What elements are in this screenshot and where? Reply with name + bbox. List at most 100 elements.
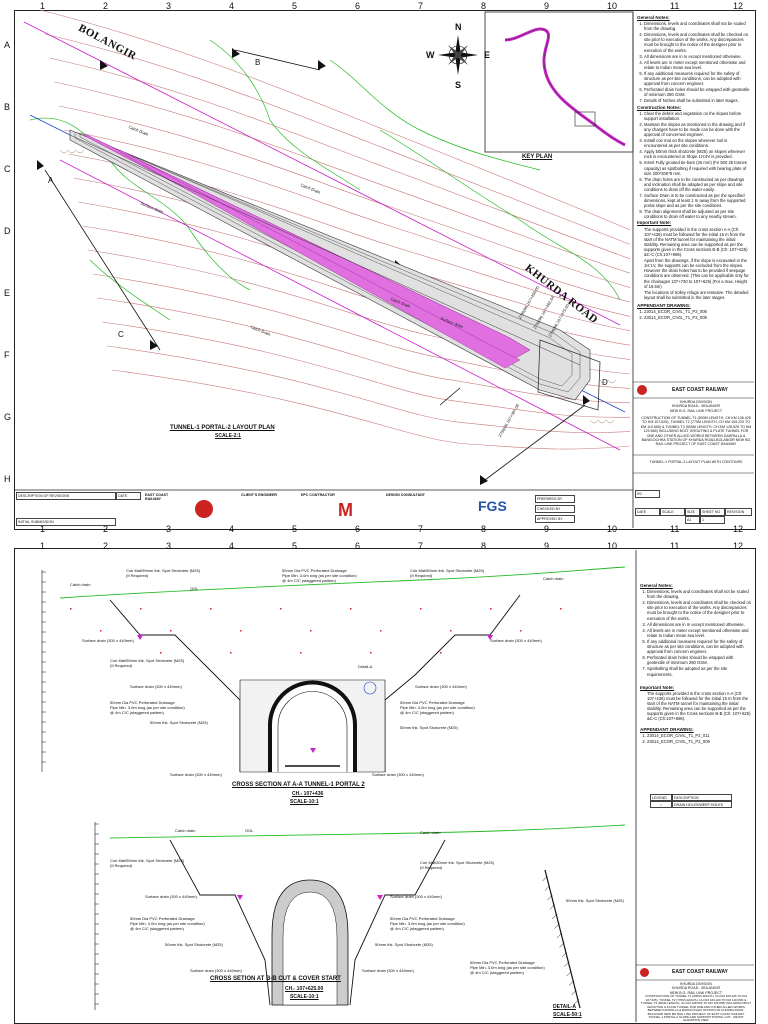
aa-surface-drain: Surface drain (300 x 440mm) (130, 684, 182, 689)
bb-surface-drain: Surface drain (300 x 440mm) (190, 968, 242, 973)
note-item: Dimensions, levels and coordinates shall… (647, 600, 752, 620)
grid-number: 3 (166, 1, 172, 11)
drain-hole-marker (160, 652, 162, 654)
shotcrete-hatch (542, 875, 548, 882)
grid-number: 1 (40, 1, 46, 11)
shotcrete-hatch (566, 970, 572, 977)
note-item: The supports provided in the cross secti… (644, 227, 751, 258)
general-notes-title: General Notes: (640, 583, 673, 588)
section-bb (94, 822, 626, 1010)
date-cell: DATE (635, 508, 660, 516)
note-item: The supports provided in the cross secti… (647, 691, 752, 722)
grid-number: 9 (544, 1, 550, 11)
drain-hole-marker (300, 652, 302, 654)
note-item: The locations of trolley refuge are tent… (644, 290, 751, 300)
bb-surface-drain: Surface drain (300 x 440mm) (362, 968, 414, 973)
appendant-title: APPENDANT DRAWING: (640, 727, 694, 733)
grid-letter: G (4, 412, 12, 422)
note-item: All levels are in meter except mentioned… (647, 628, 752, 638)
cross-section-drawings (41, 550, 754, 1022)
drain-hole-marker (240, 630, 242, 632)
client-logo-icon (195, 500, 213, 518)
section-mark-a: A (48, 176, 54, 185)
grid-letter: H (4, 474, 11, 484)
aa-coir-mid: Coir Mat/50mm thk. Spot Shotcrete (M25) … (110, 658, 185, 668)
general-notes-list: Dimensions, levels and coordinates shall… (637, 21, 751, 103)
aa-detail-a-marker: Detail-A (358, 664, 373, 669)
contour-line (111, 369, 631, 450)
drawing-title: TUNNEL-1 PORTAL-2 SLOPE AND SUPPORT PORT… (648, 1016, 744, 1022)
layout-plan-title: TUNNEL-1 PORTAL-2 LAYOUT PLAN (170, 425, 275, 431)
grid-number: 3 (166, 541, 172, 551)
aa-shotcrete-right: 50mm thk. Spot Shotcrete (M25) (400, 725, 458, 730)
compass-west: W (426, 50, 435, 60)
grid-number: 6 (355, 541, 361, 551)
bb-drain-markers (237, 895, 383, 900)
grid-number: 5 (292, 524, 298, 534)
grid-number: 4 (229, 524, 235, 534)
drain-hole-marker (210, 608, 212, 610)
shotcrete-hatch (571, 989, 577, 996)
contractor-header: EPC CONTRACTOR (301, 493, 335, 497)
grid-number: 6 (355, 1, 361, 11)
legend-description-header: DESCRIPTION (672, 794, 732, 801)
shotcrete-hatch (556, 932, 563, 939)
shotcrete-hatch (551, 913, 558, 920)
grid-number: 10 (607, 541, 618, 551)
size-cell: SIZE (685, 508, 700, 516)
drain-hole-marker (420, 608, 422, 610)
aa-surface-drain: Surface drain (300 x 440mm) (415, 684, 467, 689)
contour-line (102, 321, 631, 418)
grid-number: 8 (481, 1, 487, 11)
bb-section-title: CROSS SETION AT B-B CUT & COVER START (210, 976, 341, 982)
drain-hole-marker (170, 630, 172, 632)
grid-number: 4 (229, 1, 235, 11)
shotcrete-hatch (561, 951, 568, 958)
aa-coir-right: Coir Mat/50mm thk. Spot Shotcrete (M25) … (410, 568, 485, 578)
drain-hole-marker (310, 630, 312, 632)
shotcrete-hatch (549, 904, 555, 910)
aa-catch-left: Catch drain (70, 582, 91, 587)
note-item: Dimensions, levels and coordinates shall… (644, 32, 751, 52)
grid-number: 5 (292, 1, 298, 11)
aa-perforated-left: 50mm Dia PVC Perforated Drainage Pipe Mi… (110, 700, 185, 715)
grid-number: 2 (103, 541, 109, 551)
note-item: All dimensions are in m except mentioned… (647, 622, 752, 627)
construction-notes-list: Clear the debris and vegetation on the s… (637, 111, 751, 220)
contractor-logo: M (338, 500, 353, 520)
appendant-title: APPENDANT DRAWING: (637, 302, 691, 308)
section-mark-c: C (118, 330, 124, 339)
grid-number: 12 (733, 1, 744, 11)
railway-logo-icon (637, 385, 647, 395)
shotcrete-hatch (568, 980, 575, 986)
note-item: 23014_ECOR_CIVIL_T1_P2_011 (647, 733, 752, 738)
grid-number: 11 (670, 524, 680, 534)
note-item: Install coir mat on the slopes wherever … (644, 138, 751, 148)
shotcrete-hatch (547, 894, 553, 901)
aa-surface-drain: Surface drain (300 x 440mm) (82, 638, 134, 643)
legend-header: LEGEND (650, 794, 672, 801)
note-item: 23014_ECOR_CIVIL_T1_P2_009 (644, 315, 751, 320)
drain-hole-marker (70, 608, 72, 610)
green-boundary-lines (29, 39, 621, 321)
important-notes-title: Important Note: (637, 220, 672, 226)
note-item: Maintain the slopes as mentioned in the … (644, 122, 751, 137)
layout-plan-scale: SCALE-2:1 (215, 433, 241, 439)
grid-letter: F (4, 350, 10, 360)
grid-letter: E (4, 288, 11, 298)
note-item: Perforated drain holes should be wrapped… (644, 87, 751, 97)
revision-date-header: DATE (116, 492, 141, 500)
appendant-list: 23014_ECOR_CIVIL_T1_P2_00823014_ECOR_CIV… (637, 309, 751, 320)
section-mark-d: D (602, 378, 608, 387)
contour-line (107, 345, 631, 433)
initial-submission: INITIAL SUBMISSION (16, 518, 116, 526)
aa-perforated-top: 50mm Dia PVC Perforated Drainage Pipe Mi… (282, 568, 357, 583)
note-item: Insert Fully grouted tie-bars (25 mm) (F… (644, 160, 751, 175)
construction-notes-title: Construction Notes: (637, 104, 682, 110)
grid-number: 8 (481, 541, 487, 551)
bb-scale: SCALE-10:1 (290, 994, 319, 1000)
grid-number: 9 (544, 524, 550, 534)
aa-shotcrete-left: 50mm thk. Spot Shotcrete (M25) (150, 720, 208, 725)
division-text: KHURDA DIVISION KHURDA ROAD - BOLANGIR N… (669, 982, 723, 994)
